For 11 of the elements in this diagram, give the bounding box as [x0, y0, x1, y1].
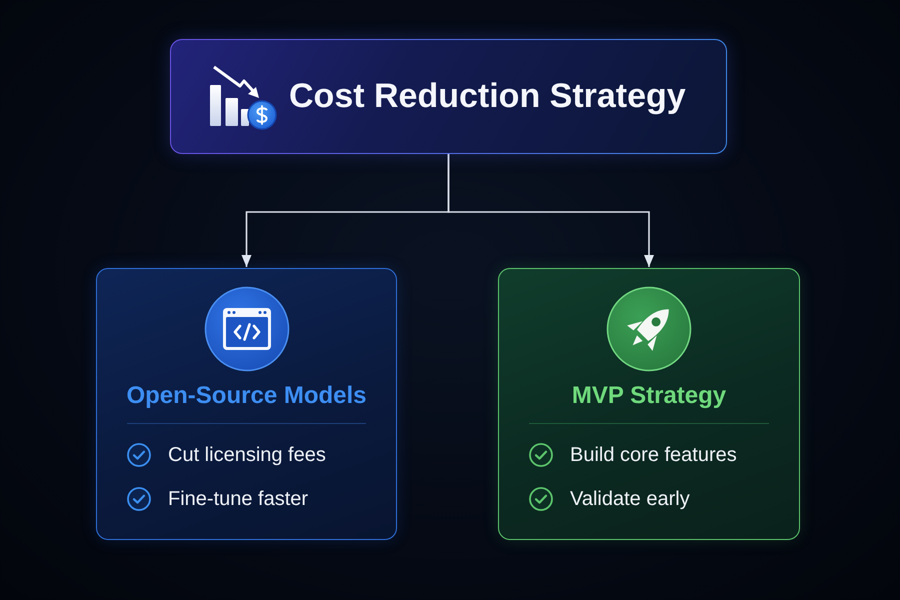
category-card	[498, 268, 800, 540]
title-text: Cost Reduction Strategy	[289, 76, 686, 117]
list-item-text: Build core features	[570, 443, 737, 467]
list-item-text: Fine-tune faster	[168, 487, 308, 511]
card-heading: MVP Strategy	[570, 381, 728, 411]
title-box	[170, 39, 727, 154]
list-item-text: Cut licensing fees	[168, 443, 326, 467]
list-item-text: Validate early	[570, 487, 690, 511]
arrow	[448, 154, 654, 267]
card-heading: Open-Source Models	[125, 381, 368, 411]
category-card	[96, 268, 397, 540]
